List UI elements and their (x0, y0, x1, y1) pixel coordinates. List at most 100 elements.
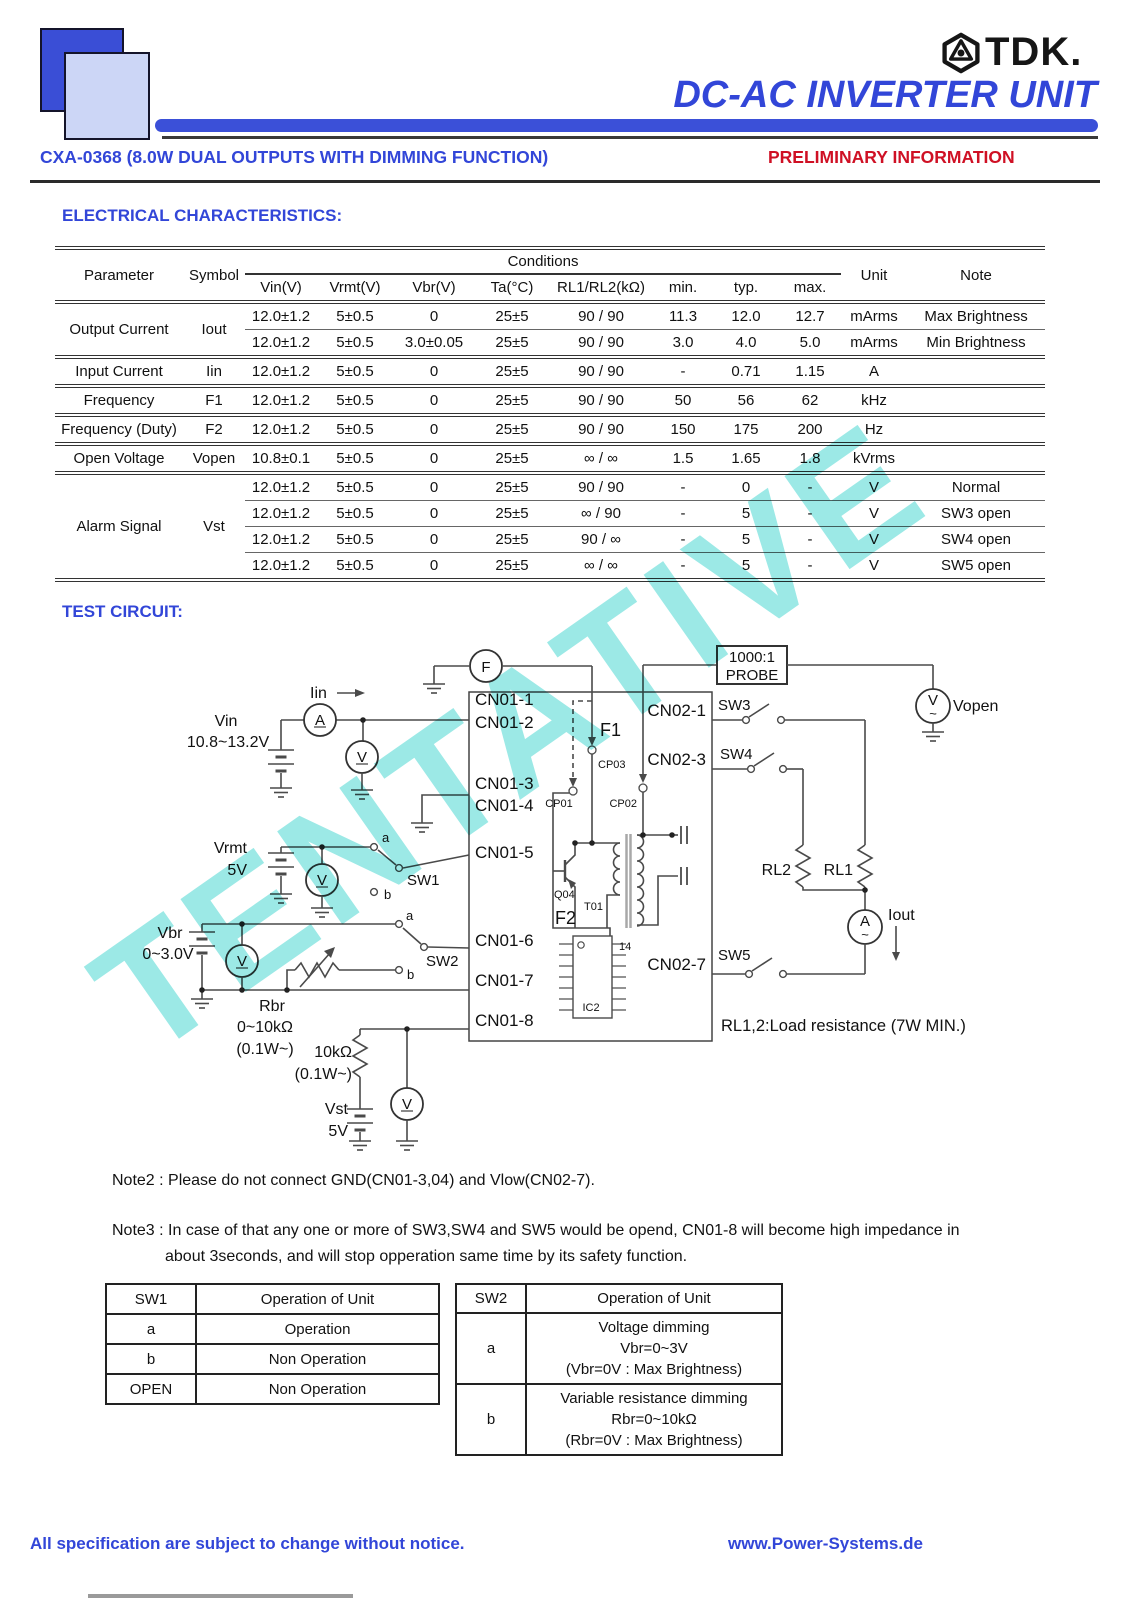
electrical-cell: 62 (779, 384, 842, 415)
electrical-cell: - (653, 500, 713, 527)
electrical-cell: 5.0 (779, 329, 842, 357)
vopen-meter-ac: ~ (929, 706, 937, 721)
electrical-cell: V (841, 500, 908, 527)
electrical-cell: mArms (841, 329, 908, 357)
electrical-cell: 1.15 (779, 355, 842, 386)
model-line: CXA-0368 (8.0W DUAL OUTPUTS WITH DIMMING… (40, 147, 549, 167)
electrical-cell: 90 / ∞ (549, 526, 653, 553)
header-rule (30, 180, 1100, 183)
vin-source (266, 689, 469, 800)
probe-vopen (643, 645, 951, 742)
vin-label: Vin (215, 713, 238, 730)
electrical-cell: 12.0±1.2 (245, 300, 317, 330)
sw1-row-a: a Operation (105, 1313, 440, 1345)
rbr-label: Rbr (259, 998, 285, 1015)
electrical-cell: - (653, 355, 713, 386)
sw2-op-a: Voltage dimming Vbr=0~3V (Vbr=0V : Max B… (525, 1312, 783, 1385)
gnd-cn01-34 (410, 794, 469, 833)
sw2-label: SW2 (426, 953, 459, 970)
electrical-cell: Iout (183, 300, 245, 357)
col-symbol: Symbol (188, 266, 240, 284)
electrical-cell: kHz (841, 384, 908, 415)
electrical-cell: 25±5 (475, 471, 549, 501)
electrical-cell: 5±0.5 (317, 471, 393, 501)
col-min: min. (668, 279, 698, 296)
electrical-cell: 12.7 (779, 300, 842, 330)
electrical-cell: - (779, 500, 842, 527)
page-title: DC-AC INVERTER UNIT (673, 74, 1097, 116)
note3-line1: Note3 : In case of that any one or more … (112, 1222, 960, 1239)
title-underline-bar (155, 119, 1098, 132)
electrical-cell: 5±0.5 (317, 355, 393, 386)
rbr-watt-label: (0.1W~) (236, 1041, 293, 1058)
unit-box (468, 691, 713, 1042)
sw2-op-a-line2: Vbr=0~3V (620, 1340, 688, 1357)
frequency-meter: F (422, 649, 593, 738)
electrical-cell: 0.71 (713, 355, 779, 386)
pin-cn02-1: CN02-1 (647, 701, 706, 720)
col-max: max. (793, 279, 827, 296)
electrical-cell: 12.0 (713, 300, 779, 330)
sw2-pos-a: a (455, 1312, 527, 1385)
note3-line2: about 3seconds, and will stop opperation… (165, 1248, 688, 1265)
electrical-cell: kVrms (841, 442, 908, 473)
tdk-mark-icon (942, 32, 980, 73)
vbr-branch (187, 919, 470, 1009)
sw2-pos-b: b (455, 1383, 527, 1456)
cn02-pin-labels: CN02-1 CN02-3 CN02-7 (647, 701, 706, 974)
electrical-cell: Hz (841, 413, 908, 444)
vbr-labels: Vbr 0~3.0V V a b SW2 Rbr 0~10kΩ (0.1W~) (142, 908, 458, 1058)
electrical-cell: V (841, 471, 908, 501)
electrical-cell: 90 / 90 (549, 413, 653, 444)
sw1-pos-a: a (105, 1313, 197, 1345)
cp03-label: CP03 (598, 759, 626, 771)
electrical-cell: 90 / 90 (549, 384, 653, 415)
electrical-cell: 0 (393, 552, 475, 580)
electrical-cell: Vst (183, 471, 245, 580)
sw1-header: SW1 (105, 1283, 197, 1315)
electrical-cell: 5 (713, 552, 779, 580)
vrmt-label: Vrmt (214, 840, 248, 857)
rst-label: 10kΩ (314, 1044, 352, 1061)
electrical-cell: 12.0±1.2 (245, 384, 317, 415)
vst-value-label: 5V (328, 1123, 348, 1140)
electrical-cell: 5±0.5 (317, 500, 393, 527)
electrical-cell: 25±5 (475, 442, 549, 473)
f-meter-letter: F (481, 659, 490, 676)
electrical-cell: ∞ / ∞ (549, 442, 653, 473)
electrical-cell: Iin (183, 355, 245, 386)
probe-label: PROBE (726, 667, 779, 684)
sw1-label: SW1 (407, 872, 440, 889)
pin-cn02-3: CN02-3 (647, 750, 706, 769)
probe-ratio-label: 1000:1 (729, 649, 775, 666)
electrical-cell: 1.65 (713, 442, 779, 473)
electrical-cell: 0 (393, 526, 475, 553)
electrical-cell: 5±0.5 (317, 329, 393, 357)
sw2-op-b: Variable resistance dimming Rbr=0~10kΩ (… (525, 1383, 783, 1456)
internal-labels: F1 F2 CP03 CP01 CP02 Q04 T01 IC2 14 (545, 720, 637, 1014)
vst-labels: 10kΩ (0.1W~) Vst 5V V (295, 1044, 412, 1140)
electrical-cell: 0 (393, 384, 475, 415)
electrical-cell (907, 355, 1046, 386)
pin-cn01-7: CN01-7 (475, 971, 534, 990)
sw2-op-b-line3: (Rbr=0V : Max Brightness) (565, 1432, 743, 1449)
electrical-cell: 0 (393, 442, 475, 473)
electrical-cell: SW4 open (907, 526, 1046, 553)
sw5-label: SW5 (718, 947, 751, 964)
electrical-cell: Vopen (183, 442, 245, 473)
electrical-cell: 25±5 (475, 413, 549, 444)
iout-label: Iout (888, 907, 915, 924)
electrical-cell: 90 / 90 (549, 329, 653, 357)
electrical-cell: - (653, 471, 713, 501)
voltmeter-letter: V (357, 749, 367, 766)
electrical-cell: 1.8 (779, 442, 842, 473)
col-typ: typ. (733, 279, 759, 296)
electrical-cell: 0 (713, 471, 779, 501)
electrical-cell: 90 / 90 (549, 355, 653, 386)
